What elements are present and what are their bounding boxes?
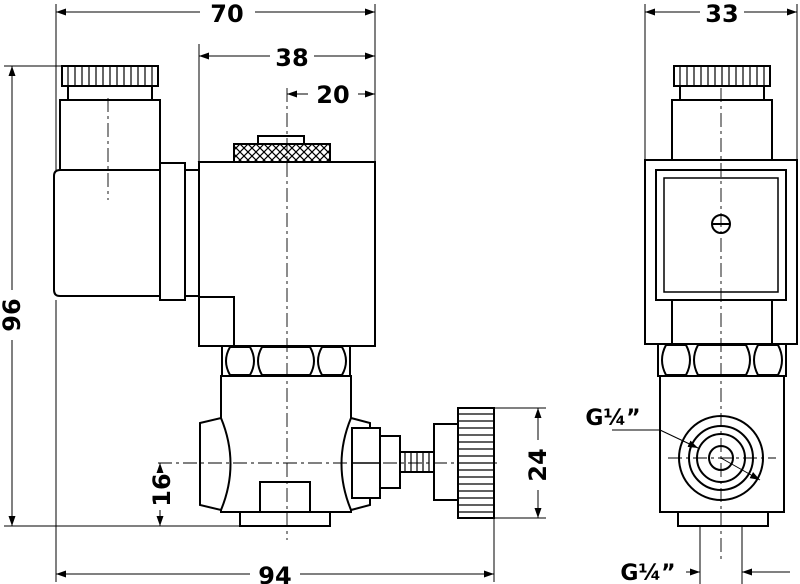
dim-20: 20 (316, 81, 349, 109)
adjuster (351, 407, 495, 519)
hex-nut (221, 345, 351, 377)
side-connector-neck (671, 99, 773, 161)
dim-96: 96 (0, 298, 26, 331)
side-hex-nut (657, 343, 787, 377)
dim-94: 94 (258, 562, 291, 584)
dim-70: 70 (210, 0, 243, 28)
connector-neck (59, 99, 161, 171)
dim-33: 33 (705, 0, 738, 28)
dim-24: 24 (524, 448, 552, 481)
dim-port-side: G¼” (585, 406, 640, 431)
front-view (53, 65, 500, 540)
connector-gasket (159, 162, 186, 301)
valve-body (199, 375, 371, 527)
connector-cap (61, 65, 159, 101)
dim-38: 38 (275, 44, 308, 72)
connector-flange (184, 169, 200, 297)
dim-port-bottom: G¼” (620, 561, 675, 584)
dimension-lines (4, 4, 798, 584)
coil-nut (233, 135, 331, 163)
connector-housing (53, 169, 161, 297)
side-connector-cap (673, 65, 771, 101)
dim-16: 16 (148, 473, 176, 506)
side-view (644, 65, 798, 562)
coil-body-outline (198, 161, 376, 347)
